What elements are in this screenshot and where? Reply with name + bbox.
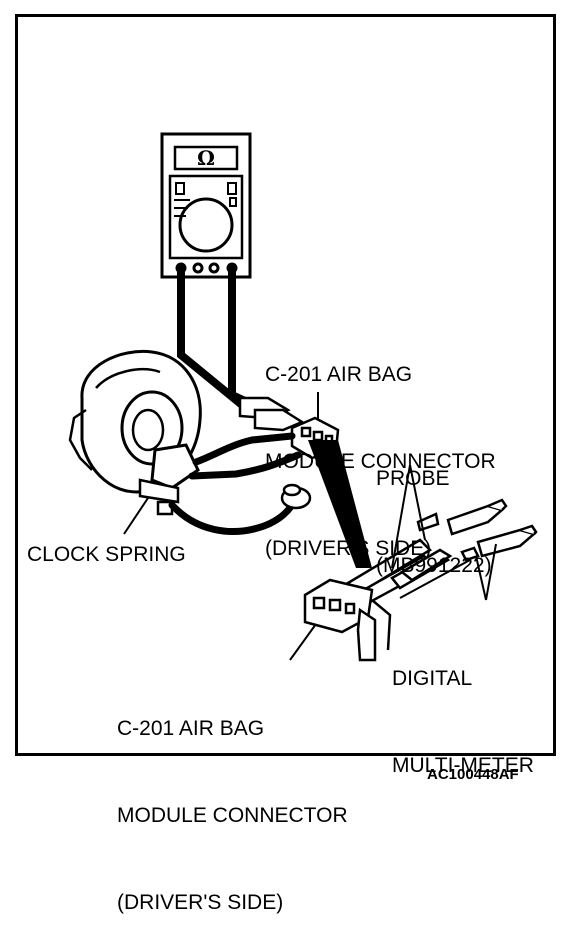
figure-frame [15,14,556,756]
digital-multimeter-label-line-2: MULTI-METER [392,754,534,777]
digital-multimeter-label: DIGITAL MULTI-METER [392,606,534,809]
probe-label-line-2: (MB991222) [376,554,492,577]
top-connector-label-line-3: (DRIVER'S SIDE) [265,537,432,560]
clock-spring-wire-caps [280,483,312,510]
probe-pins [416,498,538,562]
bottom-connector-label-line-2: MODULE CONNECTOR [117,804,348,827]
bottom-connector-label-line-3: (DRIVER'S SIDE) [117,891,284,914]
bottom-connector-label: C-201 AIR BAG MODULE CONNECTOR (DRIVER'S… [117,656,348,946]
wiring-diagram: Ω [68,132,538,662]
top-connector-label-line-2: MODULE CONNECTOR [265,450,496,473]
bottom-connector-label-line-1: C-201 AIR BAG [117,717,265,740]
probe-label-line-1: PROBE [376,467,450,490]
multimeter [160,132,252,279]
clock-spring-label: CLOCK SPRING [27,543,186,566]
bottom-connector [303,578,392,662]
figure-code: AC100448AF [427,766,519,783]
top-connector-label: C-201 AIR BAG MODULE CONNECTOR (DRIVER'S… [265,302,496,592]
digital-multimeter-label-line-1: DIGITAL [392,667,473,690]
clock-spring [68,349,202,516]
leader-lines [123,392,497,661]
probe-leads [346,538,453,604]
probe-wedge [308,440,372,568]
ohm-symbol: Ω [197,146,215,170]
top-connector-label-line-1: C-201 AIR BAG [265,363,413,386]
clock-spring-wires [168,432,302,535]
lead-tips [238,396,305,432]
probe-label: PROBE (MB991222) [376,406,492,609]
